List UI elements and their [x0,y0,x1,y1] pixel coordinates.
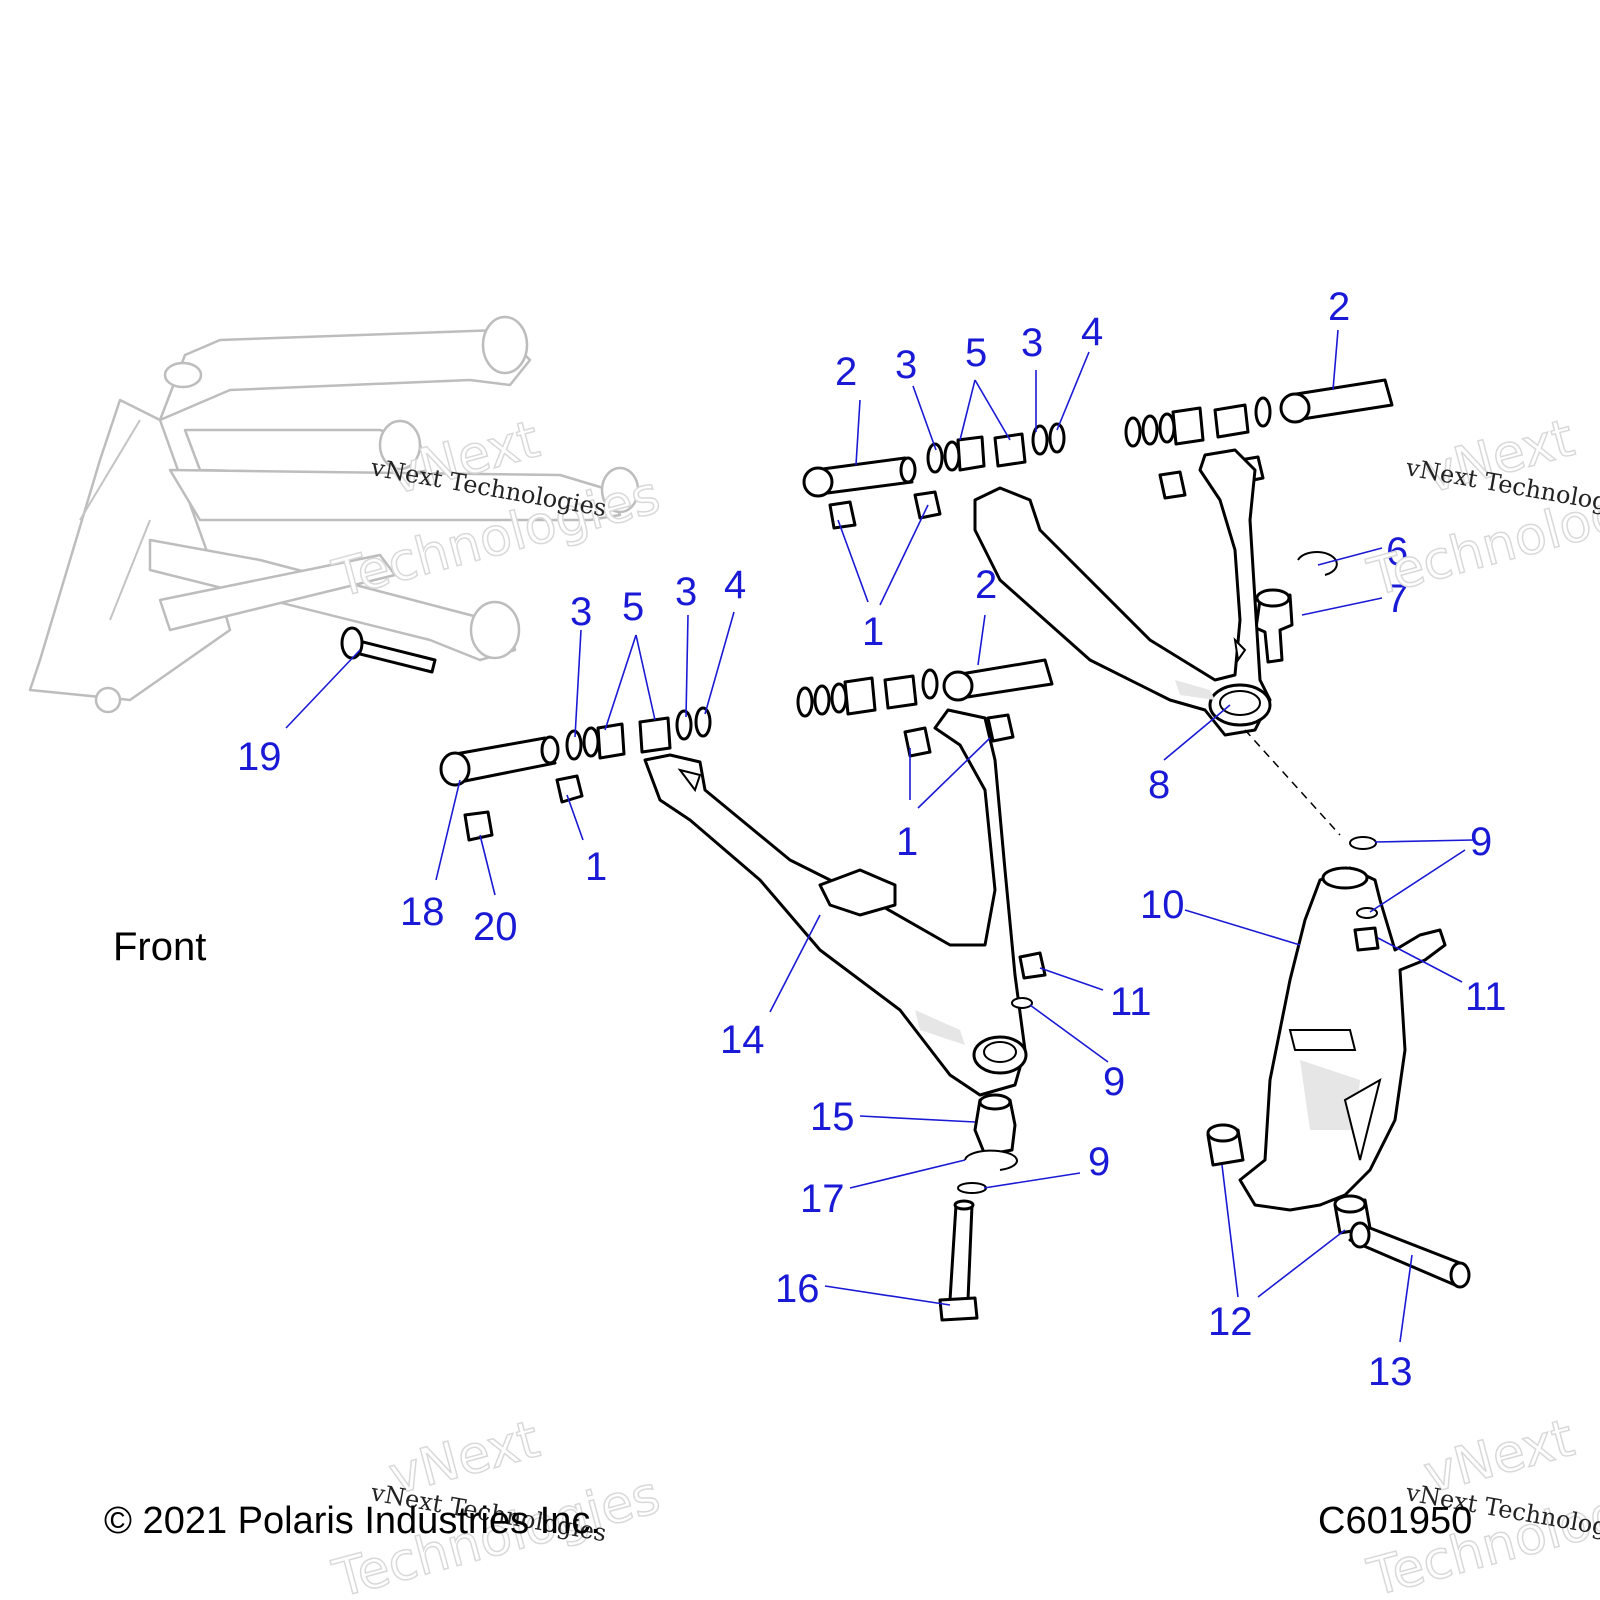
pin-assembly-upper [802,422,1066,530]
spindle-10 [1238,866,1447,1212]
callout-6: 6 [1386,530,1408,574]
diagram-code: C601950 [1318,1500,1473,1542]
assembly-path [1244,729,1341,836]
callout-3-left-b: 3 [675,570,697,614]
callout-12: 12 [1208,1300,1253,1344]
lower-arm-hardware [1011,951,1047,1009]
callout-2-right: 2 [1328,285,1350,329]
chassis-outline [28,315,640,714]
callout-3-upper-a: 3 [895,343,917,387]
callout-15: 15 [810,1095,855,1139]
callout-5-left: 5 [622,585,644,629]
callout-1-upper: 1 [862,610,884,654]
callout-20: 20 [473,905,518,949]
copyright-text: © 2021 Polaris Industries Inc. [104,1500,601,1542]
callout-1-left: 1 [585,845,607,889]
callout-17: 17 [800,1177,845,1221]
callouts: 1 1 1 2 2 2 2 3 3 3 3 4 4 5 5 6 7 8 9 9 … [237,285,1507,1394]
callout-11-lower-arm: 11 [1110,980,1152,1024]
callout-16: 16 [775,1267,820,1311]
callout-2-middle: 2 [975,563,997,607]
callout-9-bottom: 9 [1088,1140,1110,1184]
callout-3-upper-b: 3 [1021,321,1043,365]
callout-2-upper: 2 [835,350,857,394]
callout-3-left-a: 3 [570,590,592,634]
callout-18: 18 [400,890,445,934]
callout-8: 8 [1148,763,1170,807]
callout-7: 7 [1386,577,1408,621]
callout-11-spindle: 11 [1465,975,1507,1019]
callout-9-top: 9 [1470,820,1492,864]
pin-assembly-middle [796,658,1054,758]
callout-9-lower-arm: 9 [1103,1060,1125,1104]
bushings-and-pin [1206,1123,1471,1289]
bolt-19 [340,626,437,674]
lower-a-arm-14 [643,708,1028,1097]
callout-1-middle: 1 [896,820,918,864]
pin-assembly-left [439,706,712,842]
pin-assembly-right [1124,378,1394,500]
watermark-bottom-left: vNext Technologies [326,1409,667,1600]
washer-9-top [1349,836,1377,850]
callout-14: 14 [720,1018,765,1062]
callout-19: 19 [237,735,282,779]
leader-lines [285,329,1474,1343]
upper-a-arm-8 [973,448,1272,737]
ball-joint-stack [938,1093,1018,1322]
front-label: Front [113,925,207,969]
callout-5-upper: 5 [965,331,987,375]
callout-4-left: 4 [724,563,746,607]
callout-10: 10 [1140,883,1185,927]
circlip-and-balljoint [1254,551,1338,664]
callout-13: 13 [1368,1350,1413,1394]
callout-4-upper: 4 [1081,310,1103,354]
